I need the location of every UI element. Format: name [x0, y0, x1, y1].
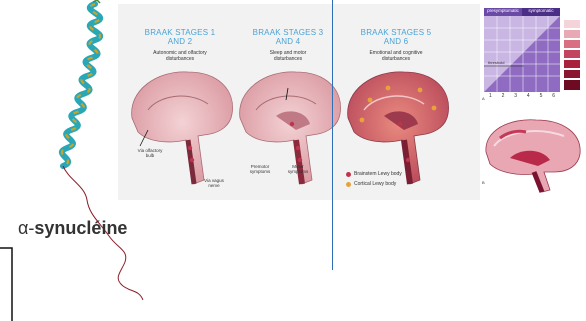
- axis-number: 2: [502, 93, 505, 99]
- axis-number: 5: [540, 93, 543, 99]
- legend-item-brainstem: Brainstem Lewy body: [346, 170, 466, 178]
- protein-label: α-synucléine: [18, 218, 127, 239]
- brain-stage-1: [132, 72, 233, 184]
- panel-a-label: A: [482, 96, 485, 101]
- axis-number: 6: [552, 93, 555, 99]
- brainstem-dot-icon: [346, 172, 351, 177]
- panel-b-label: B: [482, 180, 485, 185]
- cortical-dot-icon: [346, 182, 351, 187]
- divider-line: [332, 0, 333, 270]
- axis-number: 1: [489, 93, 492, 99]
- axis-number: 3: [514, 93, 517, 99]
- helix-icon: [62, 0, 100, 166]
- frame-bracket: [0, 246, 14, 321]
- axis-numbers: 1 2 3 4 5 6: [484, 93, 560, 99]
- header-presymptomatic: presymptomatic: [484, 8, 522, 13]
- panel-b-brain: [480, 114, 586, 194]
- header-symptomatic: symptomatic: [522, 8, 560, 13]
- brain-stage-3: [348, 72, 449, 184]
- legend: Brainstem Lewy body Cortical Lewy body: [346, 170, 466, 188]
- legend-item-cortical: Cortical Lewy body: [346, 180, 466, 188]
- threshold-label: threshold: [488, 60, 504, 65]
- axis-number: 4: [527, 93, 530, 99]
- progression-grid: [484, 8, 584, 100]
